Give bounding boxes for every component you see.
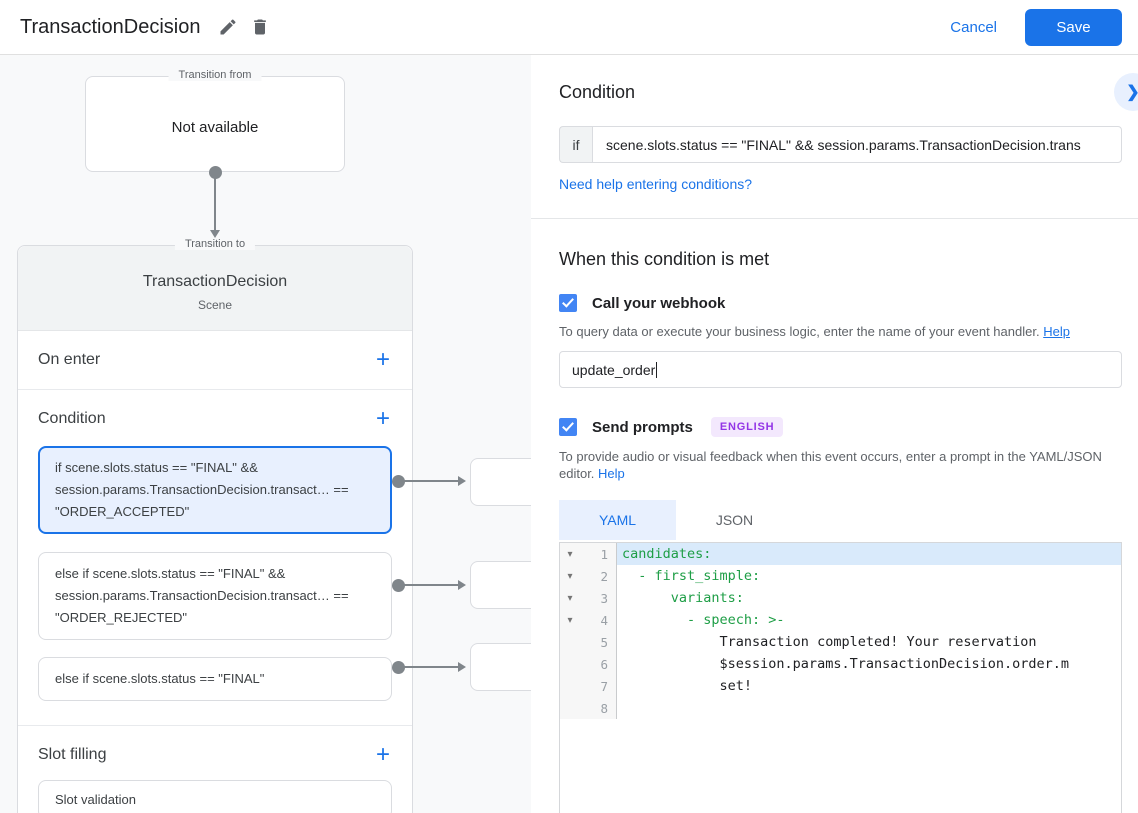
yaml-code-editor[interactable]: ▾1 candidates: ▾2 - first_simple: ▾3 var… xyxy=(559,542,1122,813)
fold-arrow-icon[interactable]: ▾ xyxy=(567,570,573,582)
code-line: ▾1 candidates: xyxy=(560,543,1121,565)
code-line: 7 set! xyxy=(560,675,1121,697)
chevron-right-icon: ❯ xyxy=(1126,82,1138,102)
transition-from-card: Transition from Not available xyxy=(85,69,345,172)
line-number: 8 xyxy=(600,700,608,716)
send-prompts-label: Send prompts xyxy=(592,418,693,436)
condition-section: Condition + if scene.slots.status == "FI… xyxy=(18,390,412,726)
webhook-description: To query data or execute your business l… xyxy=(559,324,1070,339)
tab-yaml[interactable]: YAML xyxy=(559,500,676,540)
code-line: 6 $session.params.TransactionDecision.or… xyxy=(560,653,1121,675)
transition-from-label: Transition from xyxy=(168,69,262,81)
line-number: 6 xyxy=(600,656,608,672)
conditions-help-link[interactable]: Need help entering conditions? xyxy=(559,176,753,192)
slot-filling-section: Slot filling + Slot validation xyxy=(18,726,412,813)
fold-arrow-icon[interactable]: ▾ xyxy=(567,548,573,560)
trash-icon xyxy=(250,17,270,37)
code-line: 8 xyxy=(560,697,1121,719)
line-number: 1 xyxy=(600,546,608,562)
connector-dot[interactable] xyxy=(209,166,222,179)
edit-title-button[interactable] xyxy=(212,11,244,43)
transition-target-box[interactable] xyxy=(470,643,531,691)
arrowhead-down-icon xyxy=(210,230,220,238)
connector-line xyxy=(214,178,216,230)
condition-editor-panel: ❯ Condition if scene.slots.status == "FI… xyxy=(531,55,1138,813)
connector-line xyxy=(404,584,460,586)
transition-target-box[interactable] xyxy=(470,561,531,609)
event-handler-input[interactable]: update_order xyxy=(559,351,1122,388)
line-number: 7 xyxy=(600,678,608,694)
connector-dot[interactable] xyxy=(392,475,405,488)
slot-validation-card[interactable]: Slot validation xyxy=(38,780,392,813)
tab-json[interactable]: JSON xyxy=(676,500,793,540)
scene-name: TransactionDecision xyxy=(142,273,288,290)
save-button[interactable]: Save xyxy=(1025,8,1122,46)
text-caret xyxy=(656,361,658,378)
prompts-description: To provide audio or visual feedback when… xyxy=(559,449,1102,481)
condition-expression-row: if scene.slots.status == "FINAL" && sess… xyxy=(559,126,1122,163)
webhook-help-link[interactable]: Help xyxy=(1043,324,1070,339)
cancel-button[interactable]: Cancel xyxy=(950,18,997,36)
connector-line xyxy=(404,666,460,668)
condition-met-heading: When this condition is met xyxy=(559,249,770,269)
send-prompts-checkbox[interactable] xyxy=(559,418,577,436)
call-webhook-checkbox[interactable] xyxy=(559,294,577,312)
language-badge: ENGLISH xyxy=(710,417,784,437)
condition-card-accepted[interactable]: if scene.slots.status == "FINAL" && sess… xyxy=(38,446,392,534)
condition-expression-input[interactable]: scene.slots.status == "FINAL" && session… xyxy=(592,126,1122,163)
panel-title: Condition xyxy=(559,82,636,102)
page-title: TransactionDecision xyxy=(20,15,201,38)
on-enter-label: On enter xyxy=(38,351,101,368)
condition-label: Condition xyxy=(38,410,106,427)
on-enter-section: On enter + xyxy=(18,331,412,390)
pencil-icon xyxy=(218,17,238,37)
connector-dot[interactable] xyxy=(392,661,405,674)
call-webhook-label: Call your webhook xyxy=(592,294,726,312)
arrowhead-right-icon xyxy=(458,476,466,486)
slot-filling-label: Slot filling xyxy=(38,746,107,763)
transition-to-card: Transition to TransactionDecision Scene … xyxy=(17,238,413,813)
condition-card-final[interactable]: else if scene.slots.status == "FINAL" xyxy=(38,657,392,701)
add-on-enter-button[interactable]: + xyxy=(375,346,390,373)
prompts-help-link[interactable]: Help xyxy=(598,466,625,481)
scene-type: Scene xyxy=(197,298,233,312)
transition-target-box[interactable] xyxy=(470,458,531,506)
condition-card-rejected[interactable]: else if scene.slots.status == "FINAL" &&… xyxy=(38,552,392,640)
delete-scene-button[interactable] xyxy=(244,11,276,43)
line-number: 3 xyxy=(600,590,608,606)
code-line: ▾2 - first_simple: xyxy=(560,565,1121,587)
fold-arrow-icon[interactable]: ▾ xyxy=(567,592,573,604)
arrowhead-right-icon xyxy=(458,580,466,590)
arrowhead-right-icon xyxy=(458,662,466,672)
code-line: ▾3 variants: xyxy=(560,587,1121,609)
divider xyxy=(531,218,1138,219)
editor-format-tabs: YAML JSON xyxy=(559,500,1122,540)
line-number: 4 xyxy=(600,612,608,628)
scene-header: TransactionDecision Scene xyxy=(18,246,412,331)
flow-canvas: Transition from Not available Transition… xyxy=(0,55,531,813)
line-number: 2 xyxy=(600,568,608,584)
code-line: ▾4 - speech: >- xyxy=(560,609,1121,631)
top-bar: TransactionDecision Cancel Save xyxy=(0,0,1138,55)
if-prefix: if xyxy=(559,126,592,163)
connector-line xyxy=(404,480,460,482)
line-number: 5 xyxy=(600,634,608,650)
add-condition-button[interactable]: + xyxy=(375,405,390,432)
fold-arrow-icon[interactable]: ▾ xyxy=(567,614,573,626)
transition-to-label: Transition to xyxy=(174,238,256,250)
connector-dot[interactable] xyxy=(392,579,405,592)
transition-from-value: Not available xyxy=(171,119,259,136)
collapse-panel-button[interactable]: ❯ xyxy=(1114,73,1138,111)
code-line: 5 Transaction completed! Your reservatio… xyxy=(560,631,1121,653)
add-slot-button[interactable]: + xyxy=(375,741,390,768)
